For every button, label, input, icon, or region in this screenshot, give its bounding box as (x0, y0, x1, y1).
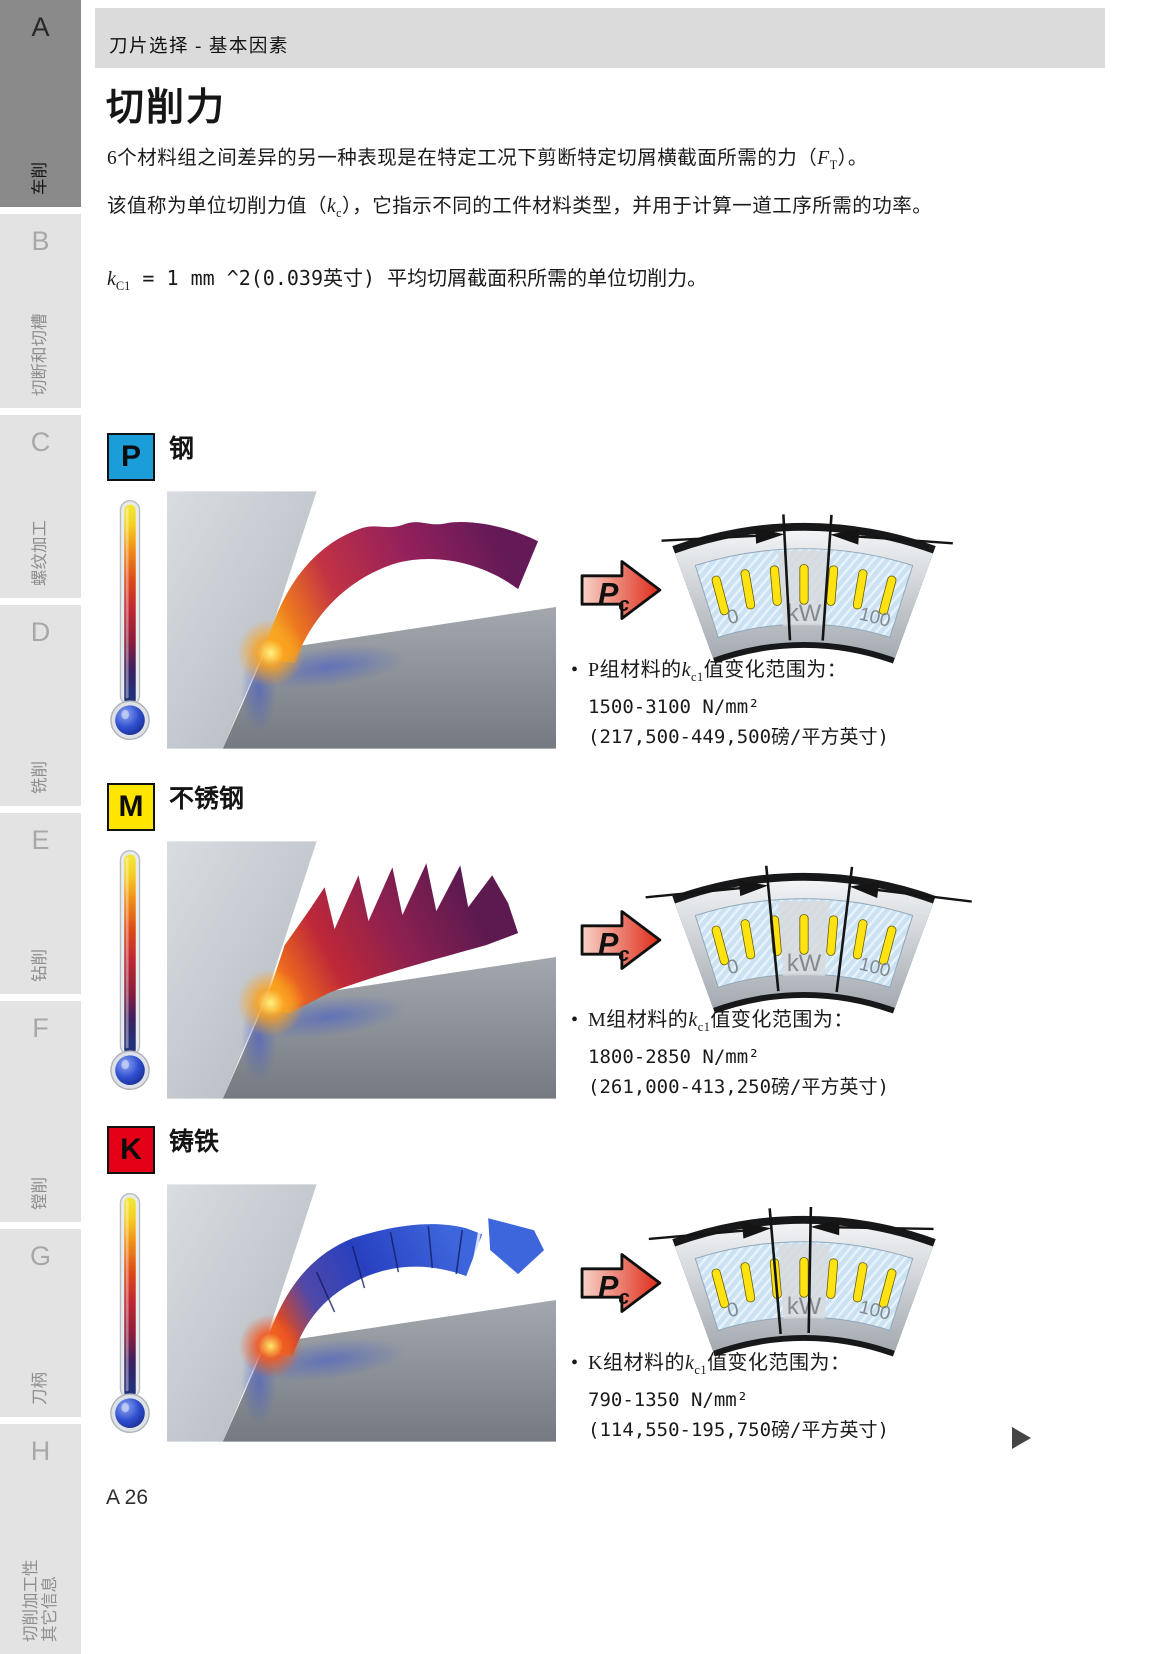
power-gauge: 0 kW 100 (661, 514, 953, 664)
cutting-simulation-image-castiron (167, 1184, 556, 1442)
tab-label: 车削 (30, 162, 49, 195)
main-content: 刀片选择 - 基本因素 切削力 6个材料组之间差异的另一种表现是在特定工况下剪断… (95, 0, 1105, 1654)
bullet-dot: • (571, 1352, 579, 1374)
gauge-needle-right (821, 514, 953, 641)
gauge-needle-left (661, 514, 792, 641)
tab-letter: H (30, 1436, 51, 1466)
range-metric: 1800-2850 N/mm² (588, 1046, 760, 1068)
breadcrumb: 刀片选择 - 基本因素 (95, 8, 1105, 68)
material-group-badge-k: K (107, 1126, 155, 1174)
tab-label: 切削加工性 其它信息 (21, 1559, 59, 1643)
gauge-needle-left (648, 1208, 782, 1335)
cutting-power-arrow: Pc (580, 1253, 662, 1313)
svg-text:0: 0 (725, 955, 741, 979)
tab-label: 钻削 (30, 949, 49, 982)
material-group-letter: K (120, 1133, 142, 1166)
gauge-ticks (711, 564, 897, 616)
tab-label: 镗削 (30, 1177, 49, 1210)
thermometer-icon (110, 1192, 150, 1434)
range-imperial: (114,550-195,750磅/平方英寸) (588, 1419, 889, 1441)
cutting-power-arrow: Pc (580, 910, 662, 970)
material-group-badge-m: M (107, 783, 155, 831)
range-imperial: (217,500-449,500磅/平方英寸) (588, 726, 889, 748)
tab-letter: D (30, 617, 51, 647)
range-metric: 1500-3100 N/mm² (588, 696, 760, 718)
sidebar-tab-parting-grooving[interactable]: B 切断和切槽 (0, 214, 81, 408)
kc-definition-paragraph: 该值称为单位切削力值（kc），它指示不同的工件材料类型，并用于计算一道工序所需的… (107, 196, 933, 220)
tab-letter: F (32, 1013, 49, 1043)
tab-letter: B (31, 226, 50, 256)
svg-text:Pc: Pc (598, 1271, 629, 1309)
sidebar-tab-turning[interactable]: A 车削 (0, 0, 81, 207)
material-group-badge-p: P (107, 433, 155, 481)
gauge-ticks (711, 1257, 897, 1309)
kc1-range-text: • K组材料的kc1值变化范围为： 790-1350 N/mm² (114,55… (571, 1348, 1031, 1445)
sidebar-tab-drilling[interactable]: E 钻削 (0, 813, 81, 994)
tab-label: 铣削 (30, 761, 49, 794)
tab-letter: G (29, 1241, 51, 1271)
gauge-needle-right (835, 866, 972, 993)
svg-text:Pc: Pc (598, 578, 629, 616)
cutting-simulation-image-stainless (167, 841, 556, 1099)
material-group-letter: P (120, 440, 141, 473)
tab-letter: C (30, 427, 51, 457)
material-section-k-castiron: K 铸铁 (95, 1118, 1105, 1453)
svg-text:Pc: Pc (598, 928, 629, 966)
breadcrumb-text: 刀片选择 - 基本因素 (109, 37, 289, 57)
svg-text:0: 0 (725, 1298, 741, 1322)
chip-cracks (315, 1226, 464, 1313)
bullet-dot: • (571, 1009, 579, 1031)
material-name: 不锈钢 (169, 785, 245, 813)
material-section-m-stainless: M 不锈钢 Pc (95, 775, 1105, 1110)
svg-text:kW: kW (787, 950, 822, 977)
tab-label: 刀柄 (30, 1372, 49, 1405)
tab-label: 切断和切槽 (30, 313, 49, 397)
cutting-simulation-image-steel (167, 491, 556, 749)
page-number: A 26 (106, 1486, 149, 1509)
power-gauge: 0 kW 100 (645, 865, 972, 1014)
sidebar-tab-threading[interactable]: C 螺纹加工 (0, 415, 81, 598)
kc1-range-text: • P组材料的kc1值变化范围为： 1500-3100 N/mm² (217,5… (571, 655, 1031, 752)
bullet-dot: • (571, 659, 579, 681)
power-gauge: 0 kW 100 (648, 1206, 936, 1357)
thermometer-icon (110, 499, 150, 741)
material-name: 钢 (169, 435, 195, 463)
next-page-icon[interactable] (1012, 1427, 1031, 1449)
tab-label: 螺纹加工 (30, 520, 49, 586)
material-group-letter: M (118, 790, 144, 823)
tab-letter: A (31, 12, 50, 42)
gauge-needle-right (807, 1206, 934, 1334)
material-section-p-steel: P 钢 Pc (95, 425, 1105, 760)
sidebar-tab-boring[interactable]: F 镗削 (0, 1001, 81, 1222)
cutting-power-arrow: Pc (580, 560, 662, 620)
svg-text:kW: kW (787, 600, 822, 627)
range-metric: 790-1350 N/mm² (588, 1389, 749, 1411)
svg-text:0: 0 (725, 605, 741, 629)
sidebar-tab-milling[interactable]: D 铣削 (0, 605, 81, 806)
range-imperial: (261,000-413,250磅/平方英寸) (588, 1076, 889, 1098)
sidebar-tab-machinability-info[interactable]: H 切削加工性 其它信息 (0, 1424, 81, 1654)
page-title: 切削力 (106, 87, 227, 129)
material-name: 铸铁 (169, 1128, 220, 1156)
sidebar-tab-toolholding[interactable]: G 刀柄 (0, 1229, 81, 1417)
tab-letter: E (31, 825, 50, 855)
svg-text:kW: kW (787, 1293, 822, 1320)
thermometer-icon (110, 849, 150, 1091)
kc1-range-text: • M组材料的kc1值变化范围为： 1800-2850 N/mm² (261,0… (571, 1005, 1031, 1102)
kc1-formula: kC1 = 1 mm ^2(0.039英寸) 平均切屑截面积所需的单位切削力。 (107, 266, 708, 293)
intro-paragraph: 6个材料组之间差异的另一种表现是在特定工况下剪断特定切屑横截面所需的力（FT）。 (107, 148, 868, 172)
gauge-needle-left (645, 865, 780, 992)
